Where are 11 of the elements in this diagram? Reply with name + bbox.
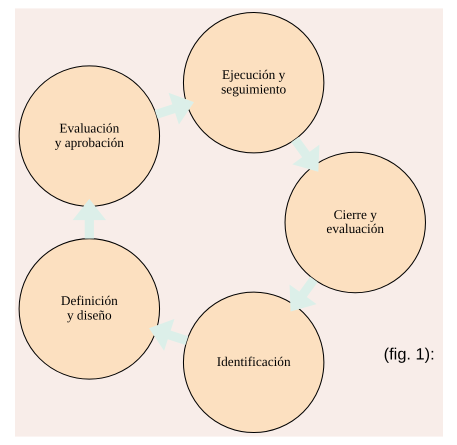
arrow [148,318,188,351]
node-circle: Evaluación y aprobación [18,65,160,207]
node-circle: Definición y diseño [18,238,160,380]
arrow [154,92,194,125]
label: (fig. 1): [383,346,434,364]
node-circle: Identificación [182,292,324,434]
node-circle: Cierre y evaluación [284,152,426,294]
arrow [72,198,106,239]
node-circle: Ejecución y seguimiento [182,12,324,154]
arrow [290,136,319,172]
arrow [289,276,318,312]
